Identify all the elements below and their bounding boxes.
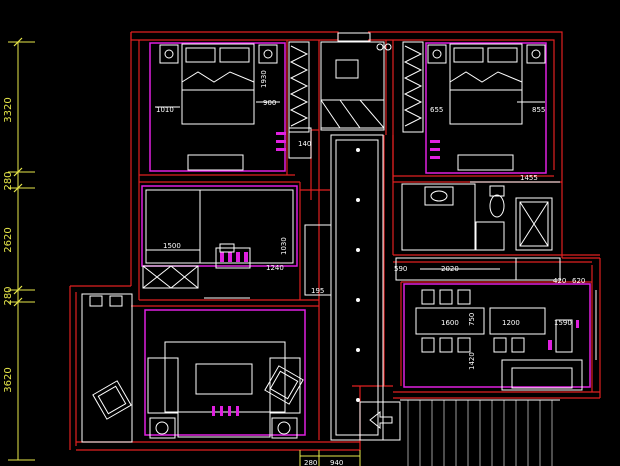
dim-master-length: 1930 xyxy=(260,70,268,88)
dim-wardrobe: 140 xyxy=(298,140,311,148)
bottom-dimensions: 280 940 xyxy=(299,450,361,466)
closet-center xyxy=(320,32,392,131)
dim-kitchen-right-b: 620 xyxy=(572,277,585,285)
inner-walls xyxy=(131,40,600,440)
dim-second-left: 655 xyxy=(430,106,443,114)
corridor-lights xyxy=(304,134,384,441)
living-room xyxy=(81,293,306,443)
dim-dining-depth: 1420 xyxy=(468,352,476,370)
study: 1500 1030 1240 195 xyxy=(141,185,324,299)
dim-second-right: 855 xyxy=(532,106,545,114)
dim-kitchen-counter: 2020 xyxy=(441,265,459,273)
dim-study-side: 1240 xyxy=(266,264,284,272)
dim-dining-gap: 750 xyxy=(468,313,476,326)
dim-master-width: 1010 xyxy=(156,106,174,114)
dim-master-gap: 900 xyxy=(263,99,276,107)
dim-left-5: 3620 xyxy=(3,367,14,392)
dim-left-1: 3320 xyxy=(3,97,14,122)
dim-bottom-1: 280 xyxy=(304,459,317,466)
dim-study-depth: 1030 xyxy=(280,237,288,255)
dim-dining-table: 1600 xyxy=(441,319,459,327)
dim-kitchen-right-a: 420 xyxy=(553,277,566,285)
kitchen-dining: 590 2020 420 620 1600 750 1200 1590 1420 xyxy=(394,257,597,391)
dim-dining-island: 1200 xyxy=(502,319,520,327)
dim-left-4: 280 xyxy=(3,286,14,305)
wardrobe-left: 140 xyxy=(276,41,312,159)
dim-left-2: 280 xyxy=(3,171,14,190)
dim-corridor: 195 xyxy=(311,287,324,295)
dim-study-desk: 1500 xyxy=(163,242,181,250)
left-dimension-chain: 3320 280 2620 280 3620 xyxy=(3,37,35,461)
dim-kitchen-left: 590 xyxy=(394,265,407,273)
dim-bath-width: 1455 xyxy=(520,174,538,182)
dim-left-3: 2620 xyxy=(3,227,14,252)
second-bedroom: 655 855 xyxy=(402,41,547,174)
bathroom: 1455 xyxy=(401,174,560,251)
entrance-stairs xyxy=(359,399,560,466)
dim-bottom-2: 940 xyxy=(330,459,343,466)
master-bedroom: 1010 900 1930 xyxy=(149,42,286,172)
dim-dining-side: 1590 xyxy=(554,319,572,327)
